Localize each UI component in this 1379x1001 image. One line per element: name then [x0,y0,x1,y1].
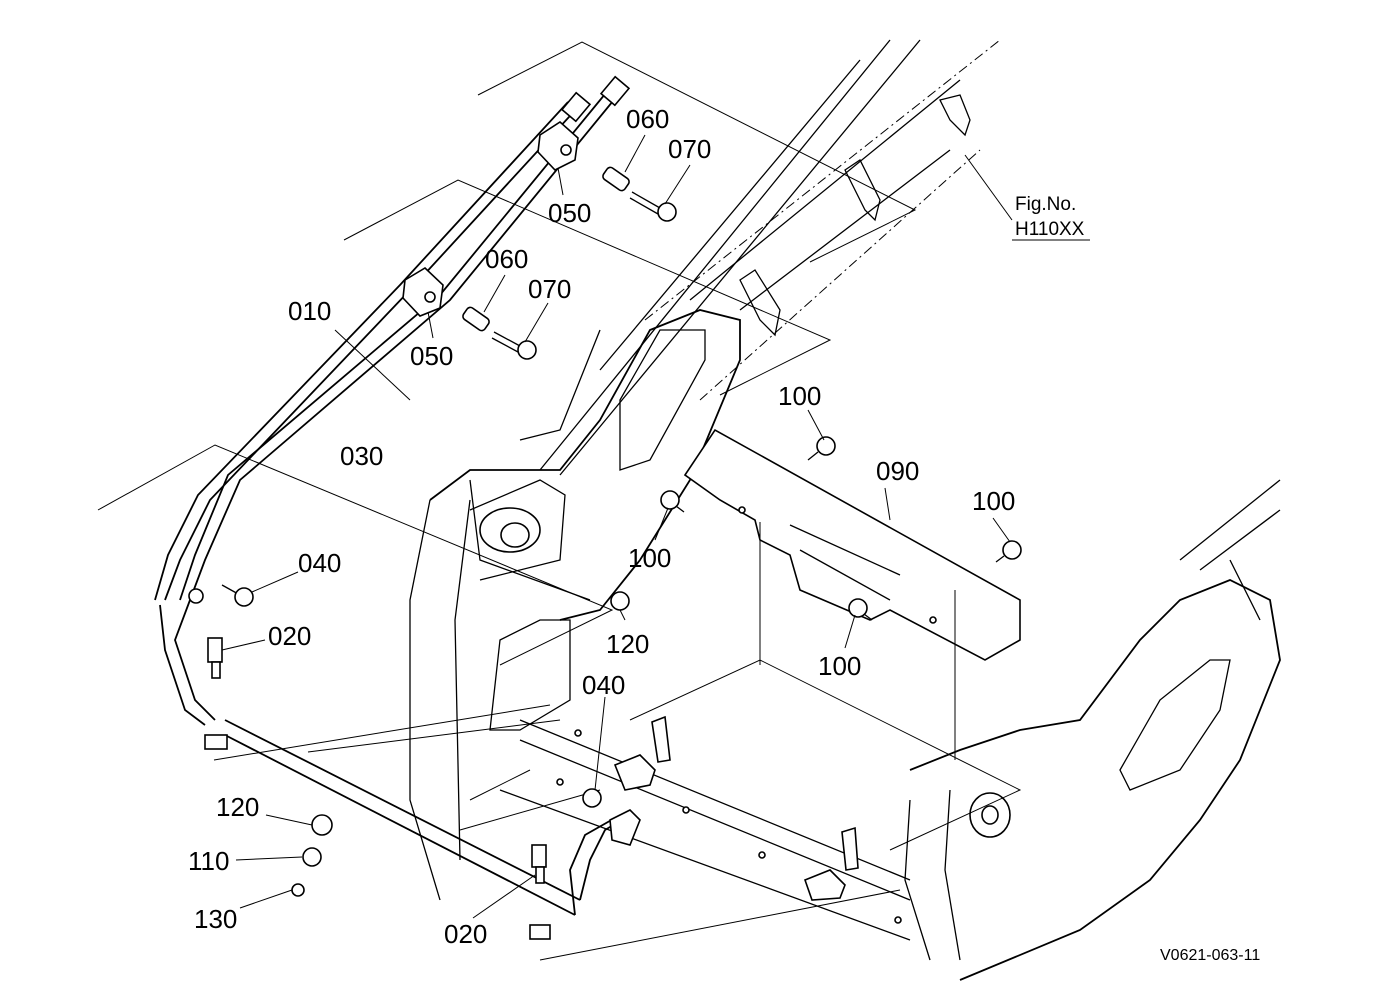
clamp-050-upper [537,120,579,171]
label-020-lower: 020 [444,919,487,949]
bolt-070-upper [629,191,677,222]
washer-130 [291,883,305,897]
bolt-040-lower [582,788,602,808]
bolt-100-b [660,490,685,513]
bolt-120-upper [610,591,630,611]
figure-ref-line2: H110XX [1015,219,1085,240]
label-020-upper: 020 [268,621,311,651]
collar-060-lower [462,306,490,332]
label-120-upper: 120 [606,629,649,659]
label-110: 110 [188,846,229,876]
label-060-lower: 060 [485,244,528,274]
label-070-lower: 070 [528,274,571,304]
part-labels: 010 030 050 050 060 060 070 070 040 040 … [188,104,1015,949]
leader-lines [221,134,1090,919]
bolt-100-a [807,436,836,461]
figure-reference: Fig.No. H110XX [1015,194,1085,240]
label-100-b: 100 [628,543,671,573]
bolt-070-lower [491,331,537,360]
label-050-lower: 050 [410,341,453,371]
figure-ref-line1: Fig.No. [1015,194,1076,215]
label-120-lower: 120 [216,792,259,822]
label-010: 010 [288,296,331,326]
drawing-code: V0621-063-11 [1160,947,1260,964]
clamp-050-lower [402,267,444,317]
cover-090 [683,428,1021,661]
hydraulic-pipes [154,75,631,726]
crossmember-brackets [556,715,902,924]
label-100-c: 100 [972,486,1015,516]
label-040-lower: 040 [582,670,625,700]
label-100-d: 100 [818,651,861,681]
label-060-upper: 060 [626,104,669,134]
bolt-040-upper [188,584,254,607]
bolt-100-c [995,540,1022,563]
reference-planes [97,41,1022,961]
label-090: 090 [876,456,919,486]
loader-frame-lines [409,39,1281,981]
fitting-020-upper [207,637,223,679]
fitting-020-lower [531,844,547,884]
label-030: 030 [340,441,383,471]
label-130: 130 [194,904,237,934]
bolt-120-lower [311,814,333,836]
collar-060-upper [602,166,630,192]
label-040-upper: 040 [298,548,341,578]
nut-110 [302,847,322,867]
lower-cross-pipe [204,719,641,940]
label-070-upper: 070 [668,134,711,164]
label-050-upper: 050 [548,198,591,228]
label-100-a: 100 [778,381,821,411]
bolt-100-d [848,598,873,621]
